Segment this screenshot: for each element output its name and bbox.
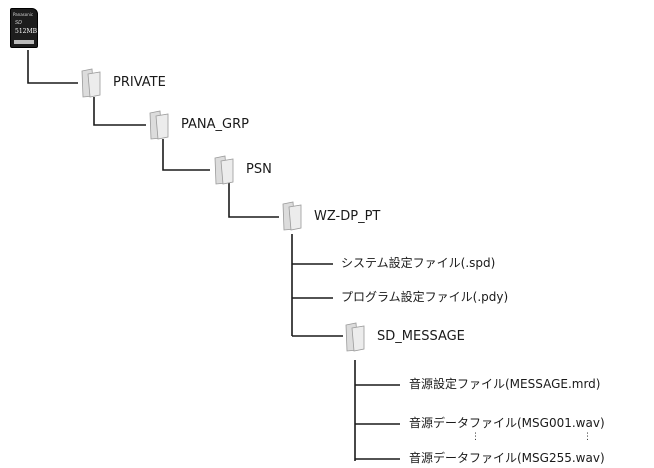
folder-private-label: PRIVATE <box>113 75 166 90</box>
ellipsis-left: ⋮ <box>471 432 480 442</box>
folder-wz-dp-pt-label: WZ-DP_PT <box>314 209 381 224</box>
folder-icon <box>149 110 169 140</box>
connector-private <box>27 50 78 84</box>
sd-card-icon: Panasonic SD 512MB <box>10 8 38 48</box>
folder-pana-grp-label: PANA_GRP <box>181 117 249 132</box>
sd-card-label-strip <box>14 40 34 44</box>
file-sound-data-last: 音源データファイル(MSG255.wav) <box>409 451 605 465</box>
connector-wz-dp-pt <box>228 183 279 218</box>
connector-pana-grp <box>93 97 146 126</box>
file-system-settings: システム設定ファイル(.spd) <box>341 256 496 270</box>
file-sound-settings: 音源設定ファイル(MESSAGE.mrd) <box>409 377 601 391</box>
folder-psn-label: PSN <box>246 162 272 177</box>
sd-card-brand: Panasonic <box>13 12 34 17</box>
folder-sd-message-label: SD_MESSAGE <box>377 329 465 344</box>
sd-card-logo: SD <box>15 20 23 26</box>
folder-icon <box>282 201 302 231</box>
folder-icon <box>345 322 365 352</box>
folder-icon <box>81 68 101 98</box>
sd-card-capacity: 512MB <box>15 28 38 35</box>
folder-icon <box>214 155 234 185</box>
connector-psn <box>162 139 210 171</box>
ellipsis-right: ⋮ <box>583 432 592 442</box>
file-sound-data-first: 音源データファイル(MSG001.wav) <box>409 416 605 430</box>
file-program-settings: プログラム設定ファイル(.pdy) <box>341 290 509 304</box>
